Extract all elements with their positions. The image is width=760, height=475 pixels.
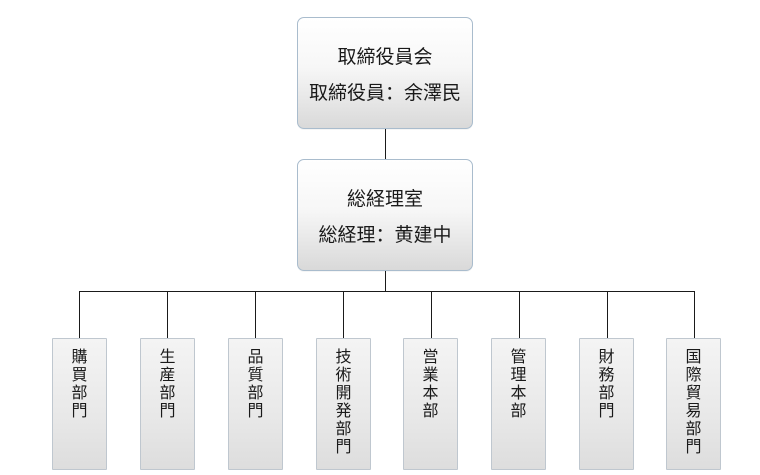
- department-label: 生産部門: [159, 347, 176, 420]
- board-member: 取締役員：余澤民: [308, 82, 461, 104]
- connector-drop-dept-8: [694, 291, 695, 338]
- connector-drop-dept-7: [607, 291, 608, 338]
- department-node-rnd: 技術開発部門: [316, 338, 371, 470]
- department-node-international-trade: 国際貿易部門: [666, 338, 721, 470]
- connector-drop-dept-1: [79, 291, 80, 338]
- department-node-purchasing: 購買部門: [52, 338, 107, 470]
- department-node-quality: 品質部門: [228, 338, 283, 470]
- general-manager-node: 総経理室 総経理：黄建中: [297, 159, 473, 271]
- connector-drop-dept-3: [255, 291, 256, 338]
- general-manager-member: 総経理：黄建中: [318, 224, 452, 246]
- board-node: 取締役員会 取締役員：余澤民: [297, 17, 473, 129]
- connector-horizontal-bus: [79, 291, 695, 292]
- connector-board-to-gm: [385, 129, 386, 159]
- department-node-sales: 営業本部: [403, 338, 458, 470]
- connector-drop-dept-2: [167, 291, 168, 338]
- department-label: 技術開発部門: [335, 347, 352, 456]
- department-node-administration: 管理本部: [491, 338, 546, 470]
- department-label: 営業本部: [422, 347, 439, 420]
- department-node-production: 生産部門: [140, 338, 195, 470]
- connector-drop-dept-6: [519, 291, 520, 338]
- connector-drop-dept-5: [431, 291, 432, 338]
- department-label: 管理本部: [510, 347, 527, 420]
- general-manager-title: 総経理室: [346, 188, 423, 210]
- department-node-finance: 財務部門: [579, 338, 634, 470]
- department-label: 財務部門: [598, 347, 615, 420]
- connector-gm-to-bus: [385, 271, 386, 291]
- department-label: 国際貿易部門: [685, 347, 702, 456]
- connector-drop-dept-4: [343, 291, 344, 338]
- department-label: 購買部門: [71, 347, 88, 420]
- board-title: 取締役員会: [337, 46, 433, 68]
- department-label: 品質部門: [247, 347, 264, 420]
